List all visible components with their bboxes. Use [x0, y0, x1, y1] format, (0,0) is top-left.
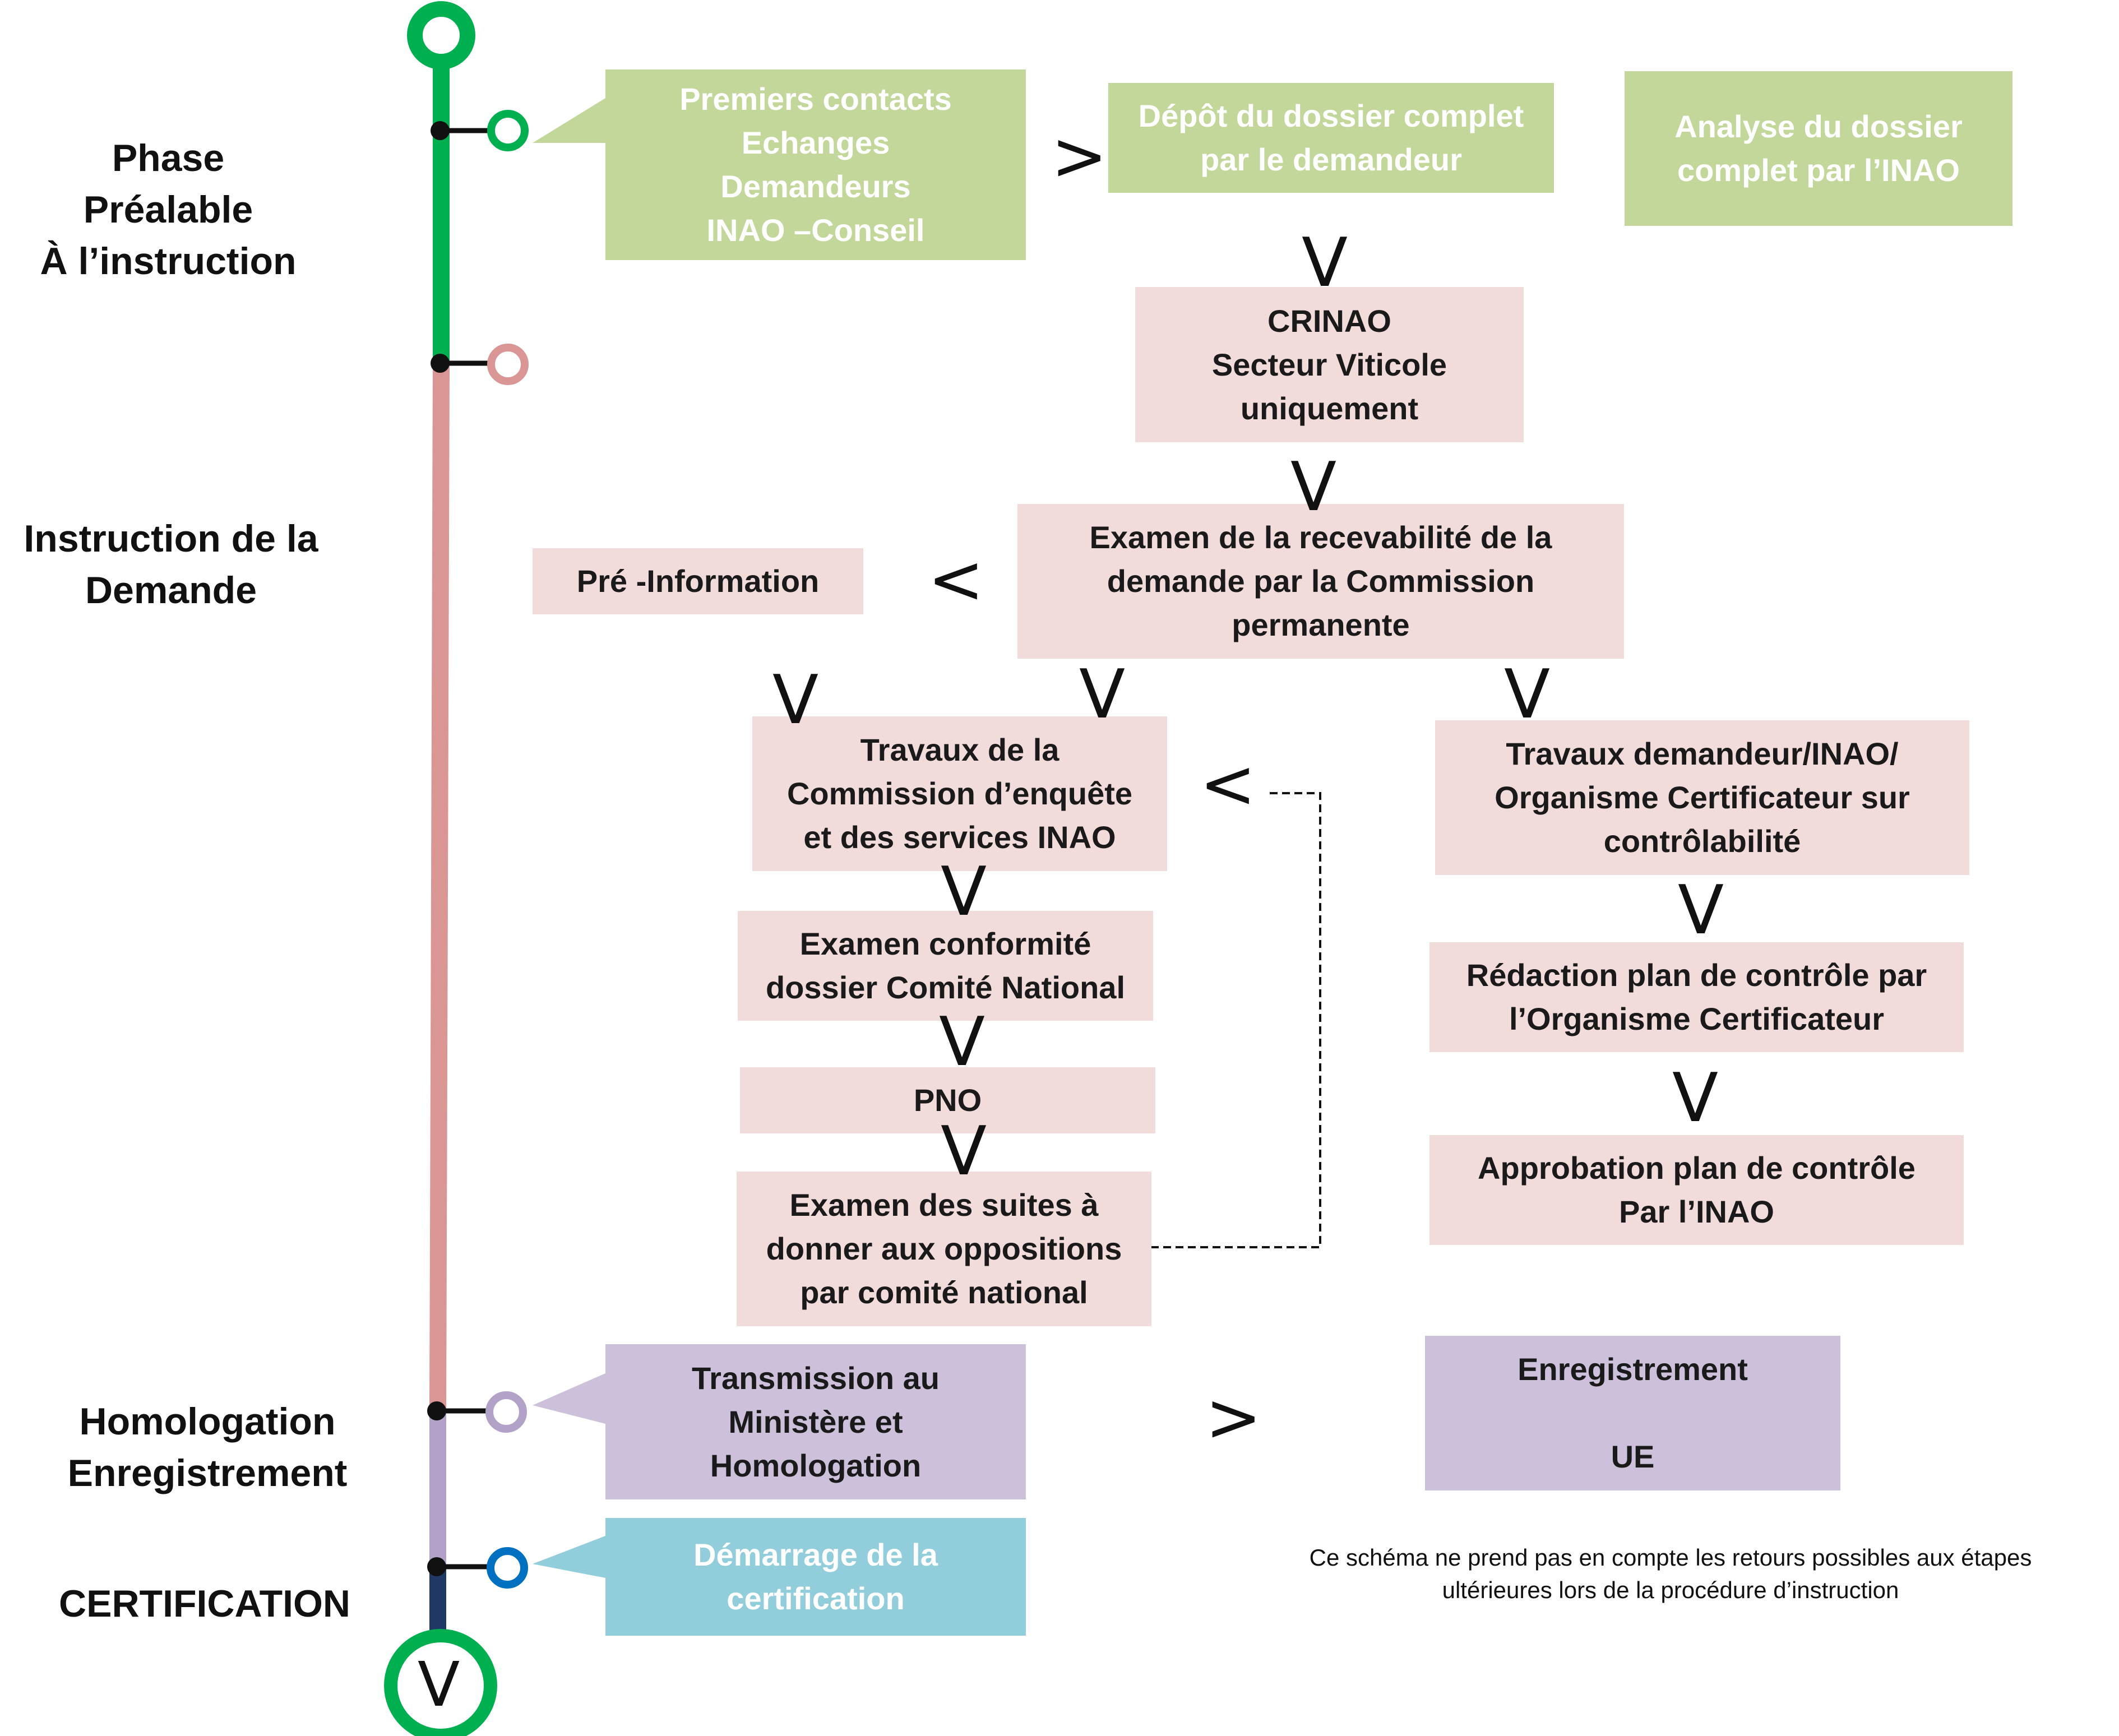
box-enregistrement: Enregistrement UE: [1425, 1336, 1840, 1490]
milestone-dot-1: [431, 121, 450, 140]
arrow-down-end: V: [418, 1649, 460, 1720]
timeline-segment-pink: [429, 363, 450, 1411]
arrow-down-7: V: [1678, 872, 1724, 950]
phase-label-certification: CERTIFICATION: [58, 1582, 351, 1625]
box-examen-suites: Examen des suites à donner aux oppositio…: [737, 1172, 1151, 1326]
box-travaux-commission: Travaux de la Commission d’enquête et de…: [752, 716, 1167, 871]
callout-pointer-cyan: [533, 1536, 605, 1578]
arrow-down-6: V: [941, 853, 987, 931]
phase-label-homologation: Homologation Enregistrement: [67, 1400, 348, 1494]
box-pno: PNO: [740, 1067, 1155, 1133]
box-analyse-dossier: Analyse du dossier complet par l’INAO: [1625, 71, 2012, 226]
timeline-end-circle: [384, 1629, 497, 1736]
milestone-dot-3: [427, 1401, 446, 1420]
box-premiers-contacts: Premiers contacts Echanges Demandeurs IN…: [605, 70, 1026, 260]
milestone-dot-4: [427, 1557, 446, 1576]
milestone-circle-3: [485, 1391, 527, 1433]
callout-pointer-green: [533, 98, 605, 143]
box-examen-conformite: Examen conformité dossier Comité Nationa…: [738, 911, 1153, 1021]
footnote: Ce schéma ne prend pas en compte les ret…: [1309, 1544, 2032, 1603]
arrow-left-2: <: [1200, 746, 1256, 823]
milestone-circle-2: [487, 344, 529, 385]
box-crinao: CRINAO Secteur Viticole uniquement: [1135, 287, 1524, 442]
arrow-down-4: V: [1079, 656, 1126, 734]
milestone-circle-4: [487, 1547, 528, 1589]
arrow-down-9: V: [1672, 1059, 1719, 1137]
arrow-down-1: V: [1302, 224, 1348, 302]
box-approbation-plan: Approbation plan de contrôle Par l’INAO: [1429, 1135, 1964, 1245]
box-transmission: Transmission au Ministère et Homologatio…: [605, 1344, 1026, 1499]
arrow-left-1: <: [928, 541, 984, 619]
arrow-down-3: V: [772, 661, 819, 739]
feedback-loop-dashed: [1151, 792, 1321, 1248]
box-depot-dossier: Dépôt du dossier complet par le demandeu…: [1108, 83, 1554, 193]
phase-label-prealable: Phase Préalable À l’instruction: [40, 137, 297, 283]
box-demarrage: Démarrage de la certification: [605, 1518, 1026, 1636]
box-examen-recevabilite: Examen de la recevabilité de la demande …: [1017, 504, 1624, 659]
arrow-down-2: V: [1290, 448, 1337, 526]
arrow-right-2: >: [1205, 1379, 1262, 1457]
arrow-down-10: V: [941, 1113, 987, 1191]
arrow-down-5: V: [1504, 656, 1551, 734]
callout-pointer-purple: [533, 1373, 605, 1424]
box-pre-information: Pré -Information: [533, 548, 863, 614]
phase-label-instruction: Instruction de la Demande: [24, 517, 318, 612]
milestone-dot-2: [431, 354, 450, 373]
arrow-right-1: >: [1051, 118, 1108, 196]
milestone-circle-1: [487, 110, 529, 151]
box-travaux-demandeur: Travaux demandeur/INAO/ Organisme Certif…: [1435, 720, 1969, 875]
timeline-start-circle: [407, 1, 475, 70]
box-redaction-plan: Rédaction plan de contrôle par l’Organis…: [1429, 942, 1964, 1052]
arrow-down-8: V: [939, 1003, 986, 1081]
